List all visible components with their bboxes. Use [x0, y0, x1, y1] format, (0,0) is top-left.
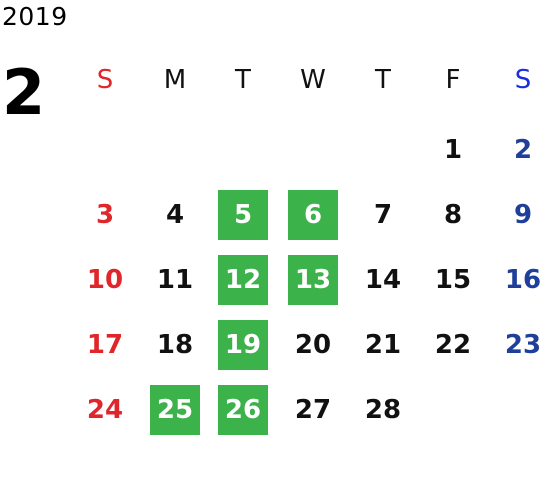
- weekday-header: S: [514, 65, 532, 95]
- day-cell-highlighted[interactable]: 6: [288, 190, 338, 240]
- day-cell-highlighted[interactable]: 25: [150, 385, 200, 435]
- day-cell-highlighted[interactable]: 26: [218, 385, 268, 435]
- weekday-header: T: [375, 65, 391, 95]
- day-cell[interactable]: 3: [95, 200, 115, 230]
- day-cell[interactable]: 14: [364, 265, 402, 295]
- day-cell[interactable]: 8: [443, 200, 463, 230]
- day-cell[interactable]: 15: [434, 265, 472, 295]
- day-cell[interactable]: 22: [434, 330, 472, 360]
- day-cell[interactable]: 16: [504, 265, 542, 295]
- weekday-header: T: [235, 65, 251, 95]
- day-cell[interactable]: 4: [165, 200, 185, 230]
- day-cell[interactable]: 9: [513, 200, 533, 230]
- day-cell[interactable]: 28: [364, 395, 402, 425]
- day-cell[interactable]: 18: [156, 330, 194, 360]
- day-cell-highlighted[interactable]: 19: [218, 320, 268, 370]
- weekday-header: M: [163, 65, 187, 95]
- day-cell[interactable]: 24: [86, 395, 124, 425]
- month-number: 2: [2, 56, 46, 129]
- day-cell[interactable]: 10: [86, 265, 124, 295]
- day-cell[interactable]: 7: [373, 200, 393, 230]
- day-cell[interactable]: 1: [443, 135, 463, 165]
- day-cell[interactable]: 20: [294, 330, 332, 360]
- weekday-header: S: [96, 65, 114, 95]
- day-cell[interactable]: 23: [504, 330, 542, 360]
- weekday-header: W: [300, 65, 326, 95]
- day-cell[interactable]: 2: [513, 135, 533, 165]
- day-cell[interactable]: 27: [294, 395, 332, 425]
- year-label: 2019: [2, 2, 68, 31]
- day-cell-highlighted[interactable]: 5: [218, 190, 268, 240]
- day-cell-highlighted[interactable]: 12: [218, 255, 268, 305]
- day-cell[interactable]: 11: [156, 265, 194, 295]
- day-cell-highlighted[interactable]: 13: [288, 255, 338, 305]
- day-cell[interactable]: 17: [86, 330, 124, 360]
- day-cell[interactable]: 21: [364, 330, 402, 360]
- weekday-header: F: [445, 65, 461, 95]
